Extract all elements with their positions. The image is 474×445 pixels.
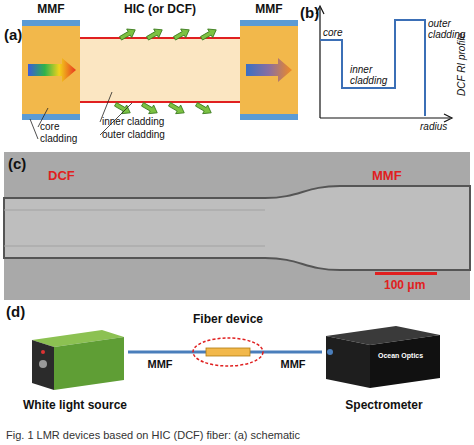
component-node: MMF [238,2,300,120]
outer-cladding-line [80,101,240,103]
panel-letter: (c) [8,155,26,172]
node-label: Spectrometer [345,398,422,412]
ri-profile [320,20,425,116]
fiber-cable [128,351,192,354]
axis-label: radius [420,121,447,132]
panel-letter: (a) [4,26,22,43]
edge-label: MMF [147,358,172,370]
mmf-cladding [22,114,80,120]
scale-bar [375,272,437,275]
fiber-label: MMF [372,168,402,183]
part-name: outer cladding [102,129,165,140]
axis-label: DCF RI profile [456,33,467,96]
profile-label: outer cladding [428,18,468,40]
spectrometer-device [326,326,440,388]
node-label: MMF [255,2,282,16]
panel-letter: (d) [6,303,25,320]
scale-label: 100 μm [384,278,425,292]
outer-cladding-line [80,37,240,39]
node-label: MMF [37,2,64,16]
mmf-cladding [240,20,298,26]
node-label: HIC (or DCF) [124,2,196,16]
mmf-cladding [22,20,80,26]
panel-letter: (b) [300,4,319,21]
brand-logo: Ocean Optics [378,352,423,359]
fiber-device [192,338,264,366]
fiber-image [4,186,470,270]
mmf-block [22,20,80,120]
light-arrow [246,58,292,82]
fiber-cable [264,351,322,354]
component-node: Fiber device [192,312,264,374]
component-node: HIC (or DCF) [80,2,240,102]
component-node: Spectrometer [322,320,446,412]
leak-arrows [113,26,219,118]
fiber-edge [4,210,265,211]
profile-label: core [323,27,342,38]
part-name: core [40,121,59,132]
fiber-label: DCF [48,168,75,183]
node-label: Fiber device [193,312,263,326]
edge-label: MMF [280,358,305,370]
hic-region [80,38,240,102]
component-node: White light source [22,324,128,412]
part-name: cladding [40,133,77,144]
figure-caption: Fig. 1 LMR devices based on HIC (DCF) fi… [6,429,300,441]
profile-label: inner cladding [350,64,394,86]
mmf-cladding [240,114,298,120]
light-source-device [32,330,124,390]
light-arrow [28,58,76,82]
micrograph [4,152,470,300]
fiber-edge [4,246,265,247]
mmf-block [240,20,298,120]
part-name: inner cladding [102,116,164,127]
component-node: MMF [20,2,82,120]
node-label: White light source [23,398,127,412]
